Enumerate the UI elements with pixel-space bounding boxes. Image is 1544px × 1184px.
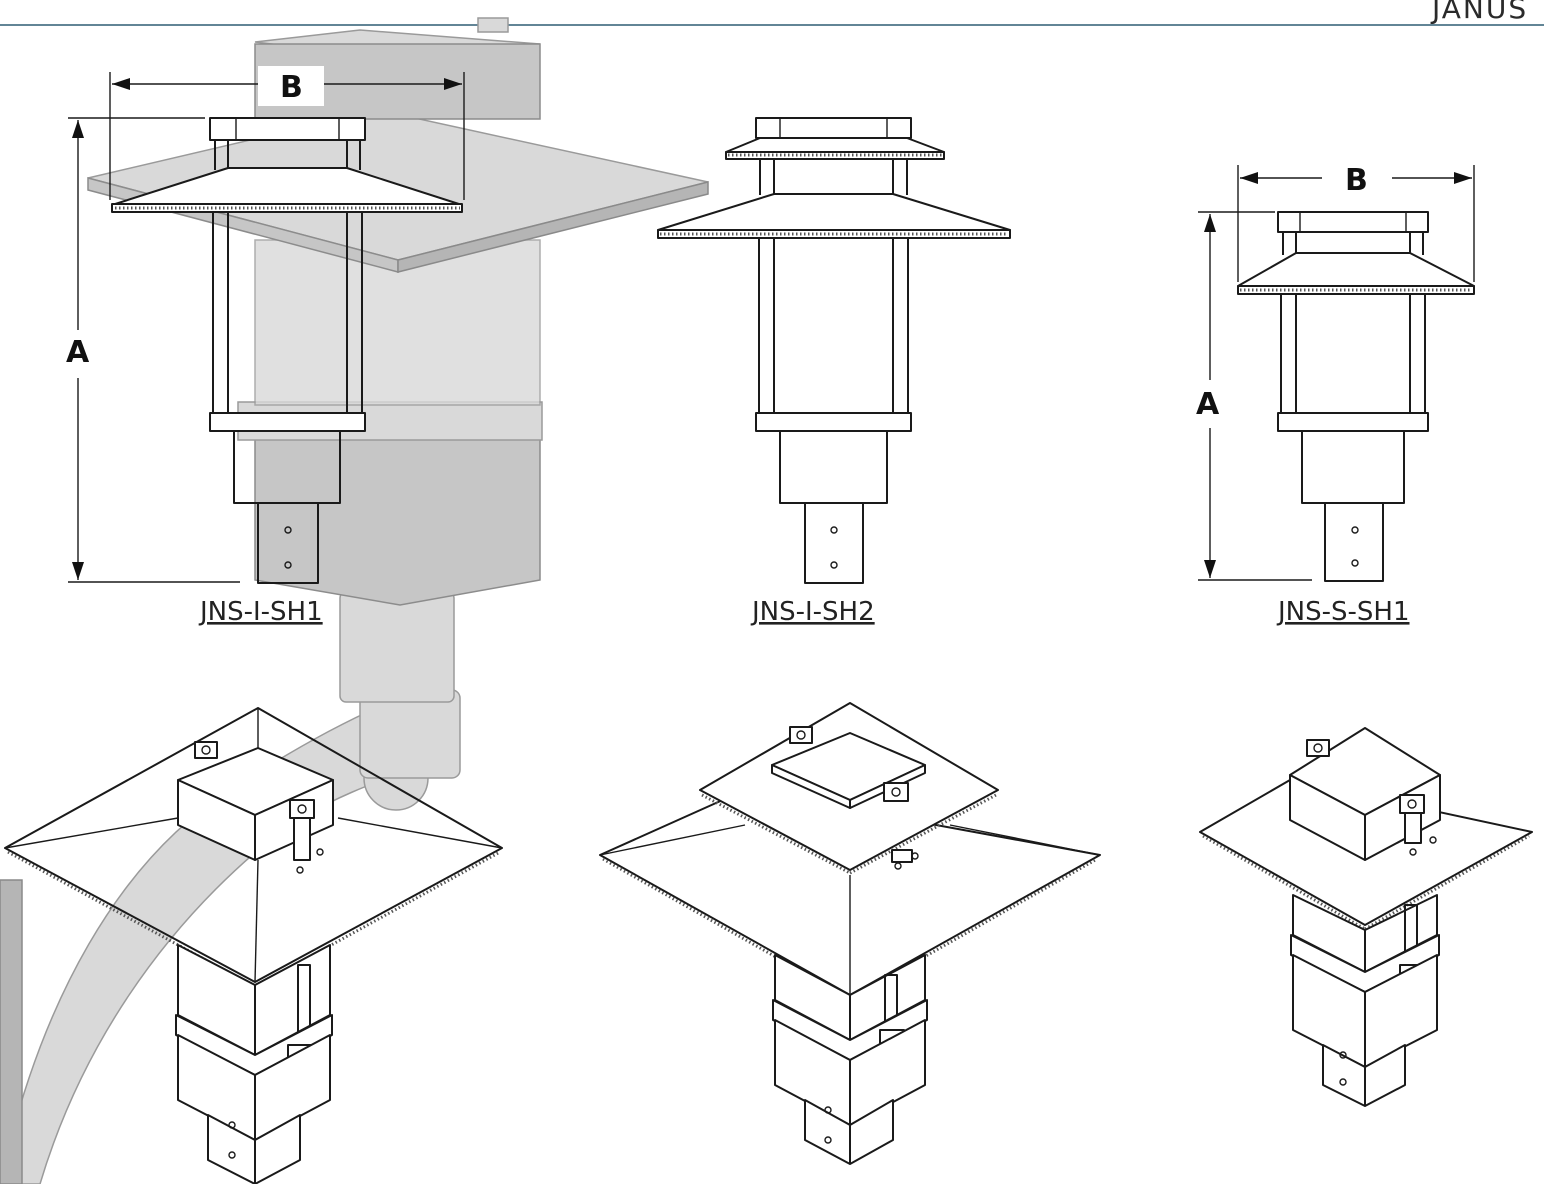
elevation-jns-i-sh2: JNS-I-SH2: [657, 117, 1011, 627]
model-label: JNS-S-SH1: [1276, 597, 1410, 627]
isometric-jns-i-sh2: [599, 702, 1101, 1165]
brand-name: JANUS: [1430, 0, 1528, 25]
dimension-b-label: B: [1345, 163, 1368, 198]
elevation-jns-s-sh1: A B JNS-S-SH1: [1196, 163, 1475, 627]
elevation-jns-i-sh1: A B JNS-I-SH1: [66, 66, 465, 627]
dimension-a-label: A: [1196, 387, 1220, 422]
model-label: JNS-I-SH1: [198, 597, 323, 627]
dimension-b-label: B: [280, 70, 303, 105]
model-label: JNS-I-SH2: [750, 597, 875, 627]
ghost-fixture-background: [0, 17, 709, 1184]
dimension-a-label: A: [66, 335, 90, 370]
isometric-jns-i-sh1: [4, 707, 503, 1184]
isometric-jns-s-sh1: [1199, 727, 1533, 1107]
